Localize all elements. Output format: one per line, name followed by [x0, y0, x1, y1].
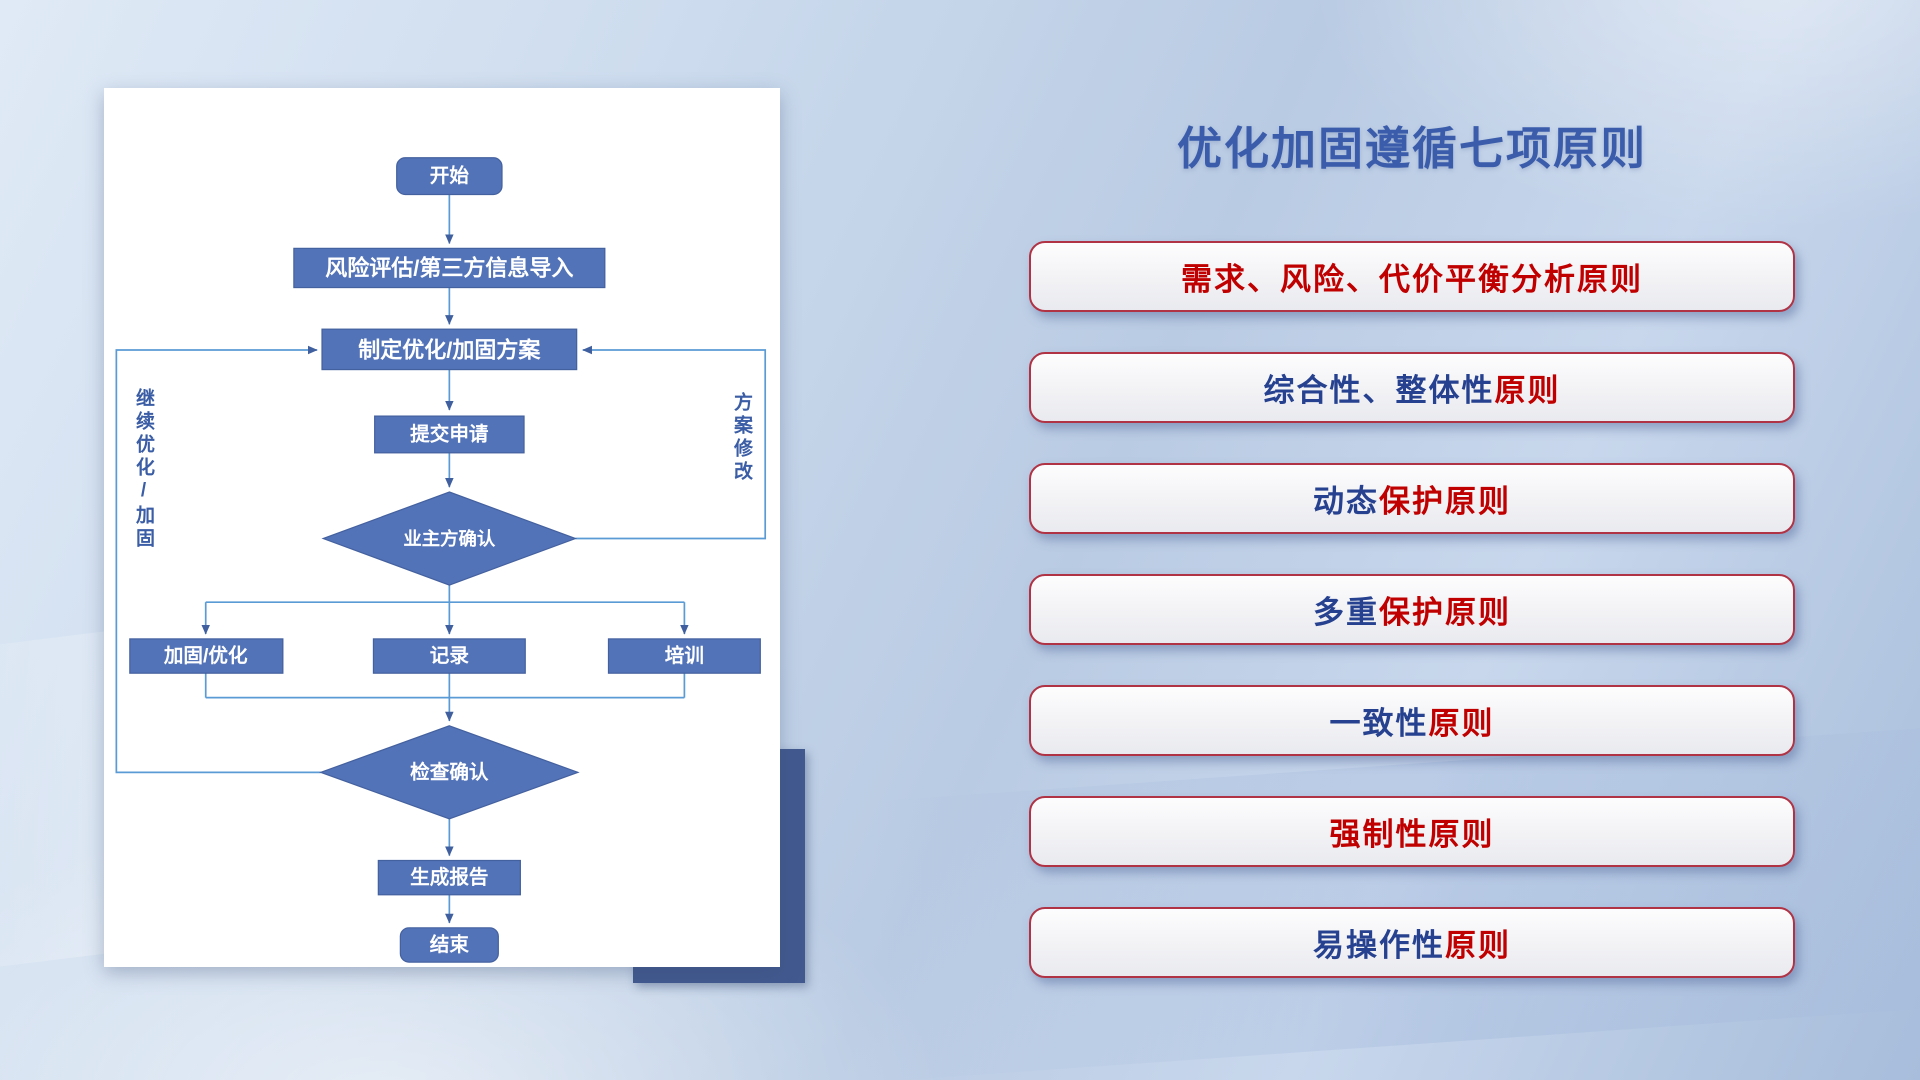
- principle-text-segment: 综合性、整体性: [1263, 373, 1495, 408]
- principles-list: 需求、风险、代价平衡分析原则综合性、整体性原则动态保护原则多重保护原则一致性原则…: [1029, 241, 1795, 978]
- flow-node-report-shape: [377, 859, 521, 896]
- principle-box-7: 易操作性原则: [1029, 907, 1795, 978]
- flow-edge-loop-revise: [575, 345, 767, 540]
- principle-text-segment: 一致性: [1329, 706, 1429, 741]
- principle-box-6: 强制性原则: [1029, 796, 1795, 867]
- flow-nodes: 开始 风险评估/第三方信息导入 制定优化/加固方案 提交申请 业主方确认 加固/…: [129, 157, 761, 963]
- flow-node-submit-label: 提交申请: [410, 422, 489, 445]
- flow-edge-loop-continue: [115, 345, 321, 774]
- flow-decision-check-confirm-label: 检查确认: [410, 760, 489, 783]
- slide-title: 优化加固遵循七项原则: [1176, 123, 1647, 174]
- principle-text-segment: 保护原则: [1379, 484, 1511, 519]
- principle-text-segment: 多重: [1313, 595, 1379, 630]
- flowchart-card: 开始 风险评估/第三方信息导入 制定优化/加固方案 提交申请 业主方确认 加固/…: [104, 88, 780, 967]
- flow-node-start-label: 开始: [430, 164, 470, 187]
- flow-node-make-plan-shape: [321, 328, 578, 371]
- flow-node-report-label: 生成报告: [410, 866, 488, 889]
- flow-node-training-shape: [607, 638, 761, 674]
- principle-text-segment: 保护原则: [1379, 595, 1511, 630]
- flow-node-reinforce-shape: [129, 638, 284, 674]
- principle-text-segment: 原则: [1494, 373, 1561, 408]
- flow-node-reinforce-label: 加固/优化: [163, 644, 248, 667]
- principle-box-1: 需求、风险、代价平衡分析原则: [1029, 241, 1795, 312]
- principle-text-segment: 原则: [1428, 706, 1495, 741]
- principle-text-segment: 易操作性: [1313, 928, 1445, 963]
- principle-box-3: 动态保护原则: [1029, 463, 1795, 534]
- flow-label-continue-loop: 继续优化/加固: [133, 388, 154, 551]
- flowchart: 开始 风险评估/第三方信息导入 制定优化/加固方案 提交申请 业主方确认 加固/…: [115, 157, 767, 963]
- flow-decision-check-confirm-shape: [319, 725, 580, 820]
- flow-node-submit-shape: [374, 415, 525, 454]
- flow-edges: [115, 194, 767, 924]
- principle-box-4: 多重保护原则: [1029, 574, 1795, 645]
- flow-node-end-shape: [399, 927, 499, 963]
- principle-text-segment: 动态: [1313, 484, 1379, 519]
- principle-text-segment: 强制性原则: [1329, 817, 1495, 852]
- principle-text-segment: 原则: [1445, 928, 1511, 963]
- flow-node-training-label: 培训: [665, 644, 704, 667]
- principle-box-5: 一致性原则: [1029, 685, 1795, 756]
- flow-node-risk-import-label: 风险评估/第三方信息导入: [325, 255, 573, 280]
- flow-node-risk-import-shape: [293, 247, 606, 289]
- flow-label-revise-loop: 方案修改: [731, 392, 752, 484]
- flow-node-start-shape: [396, 157, 503, 196]
- flow-node-record-label: 记录: [430, 645, 470, 667]
- flow-node-make-plan-label: 制定优化/加固方案: [358, 337, 541, 362]
- flow-node-end-label: 结束: [430, 933, 470, 956]
- flow-node-record-shape: [372, 638, 526, 674]
- flow-decision-owner-confirm-label: 业主方确认: [403, 528, 495, 549]
- principle-box-2: 综合性、整体性原则: [1029, 352, 1795, 423]
- principle-text-segment: 需求、风险、代价平衡分析原则: [1181, 262, 1643, 297]
- flow-decision-owner-confirm-shape: [321, 491, 578, 586]
